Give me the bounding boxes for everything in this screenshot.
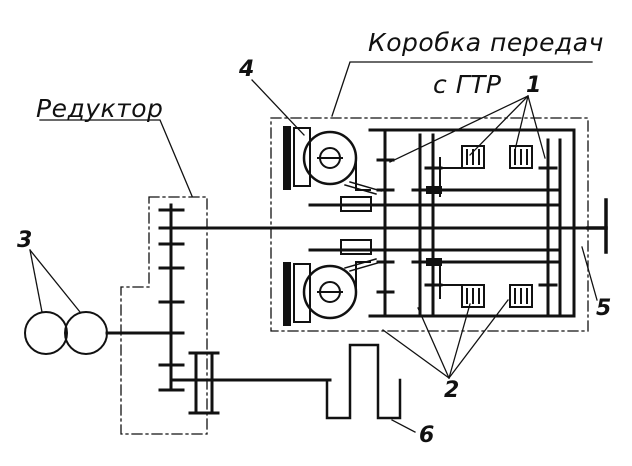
label-5: 5 <box>596 296 612 321</box>
torque-converters <box>283 126 382 326</box>
gearbox-shafts <box>308 128 576 318</box>
label-3: 3 <box>17 228 33 253</box>
gearbox-couplings <box>426 186 442 266</box>
label-6: 6 <box>419 423 435 448</box>
gearbox-gear-ticks <box>376 158 558 294</box>
electric-motors <box>24 311 168 355</box>
clutches <box>439 145 533 308</box>
reducer-housing <box>120 196 208 435</box>
gearbox-housing <box>270 117 589 332</box>
label-4: 4 <box>239 57 255 82</box>
output-flange <box>586 198 608 254</box>
gearbox-title: Коробка передач <box>368 28 604 57</box>
reducer-gears <box>158 203 332 415</box>
label-1: 1 <box>526 73 542 98</box>
pump-pipeline <box>216 343 402 420</box>
leader-lines <box>29 61 598 433</box>
label-2: 2 <box>444 378 460 403</box>
reducer-title: Редуктор <box>36 94 164 123</box>
htr-label: с ГТР <box>433 70 502 99</box>
